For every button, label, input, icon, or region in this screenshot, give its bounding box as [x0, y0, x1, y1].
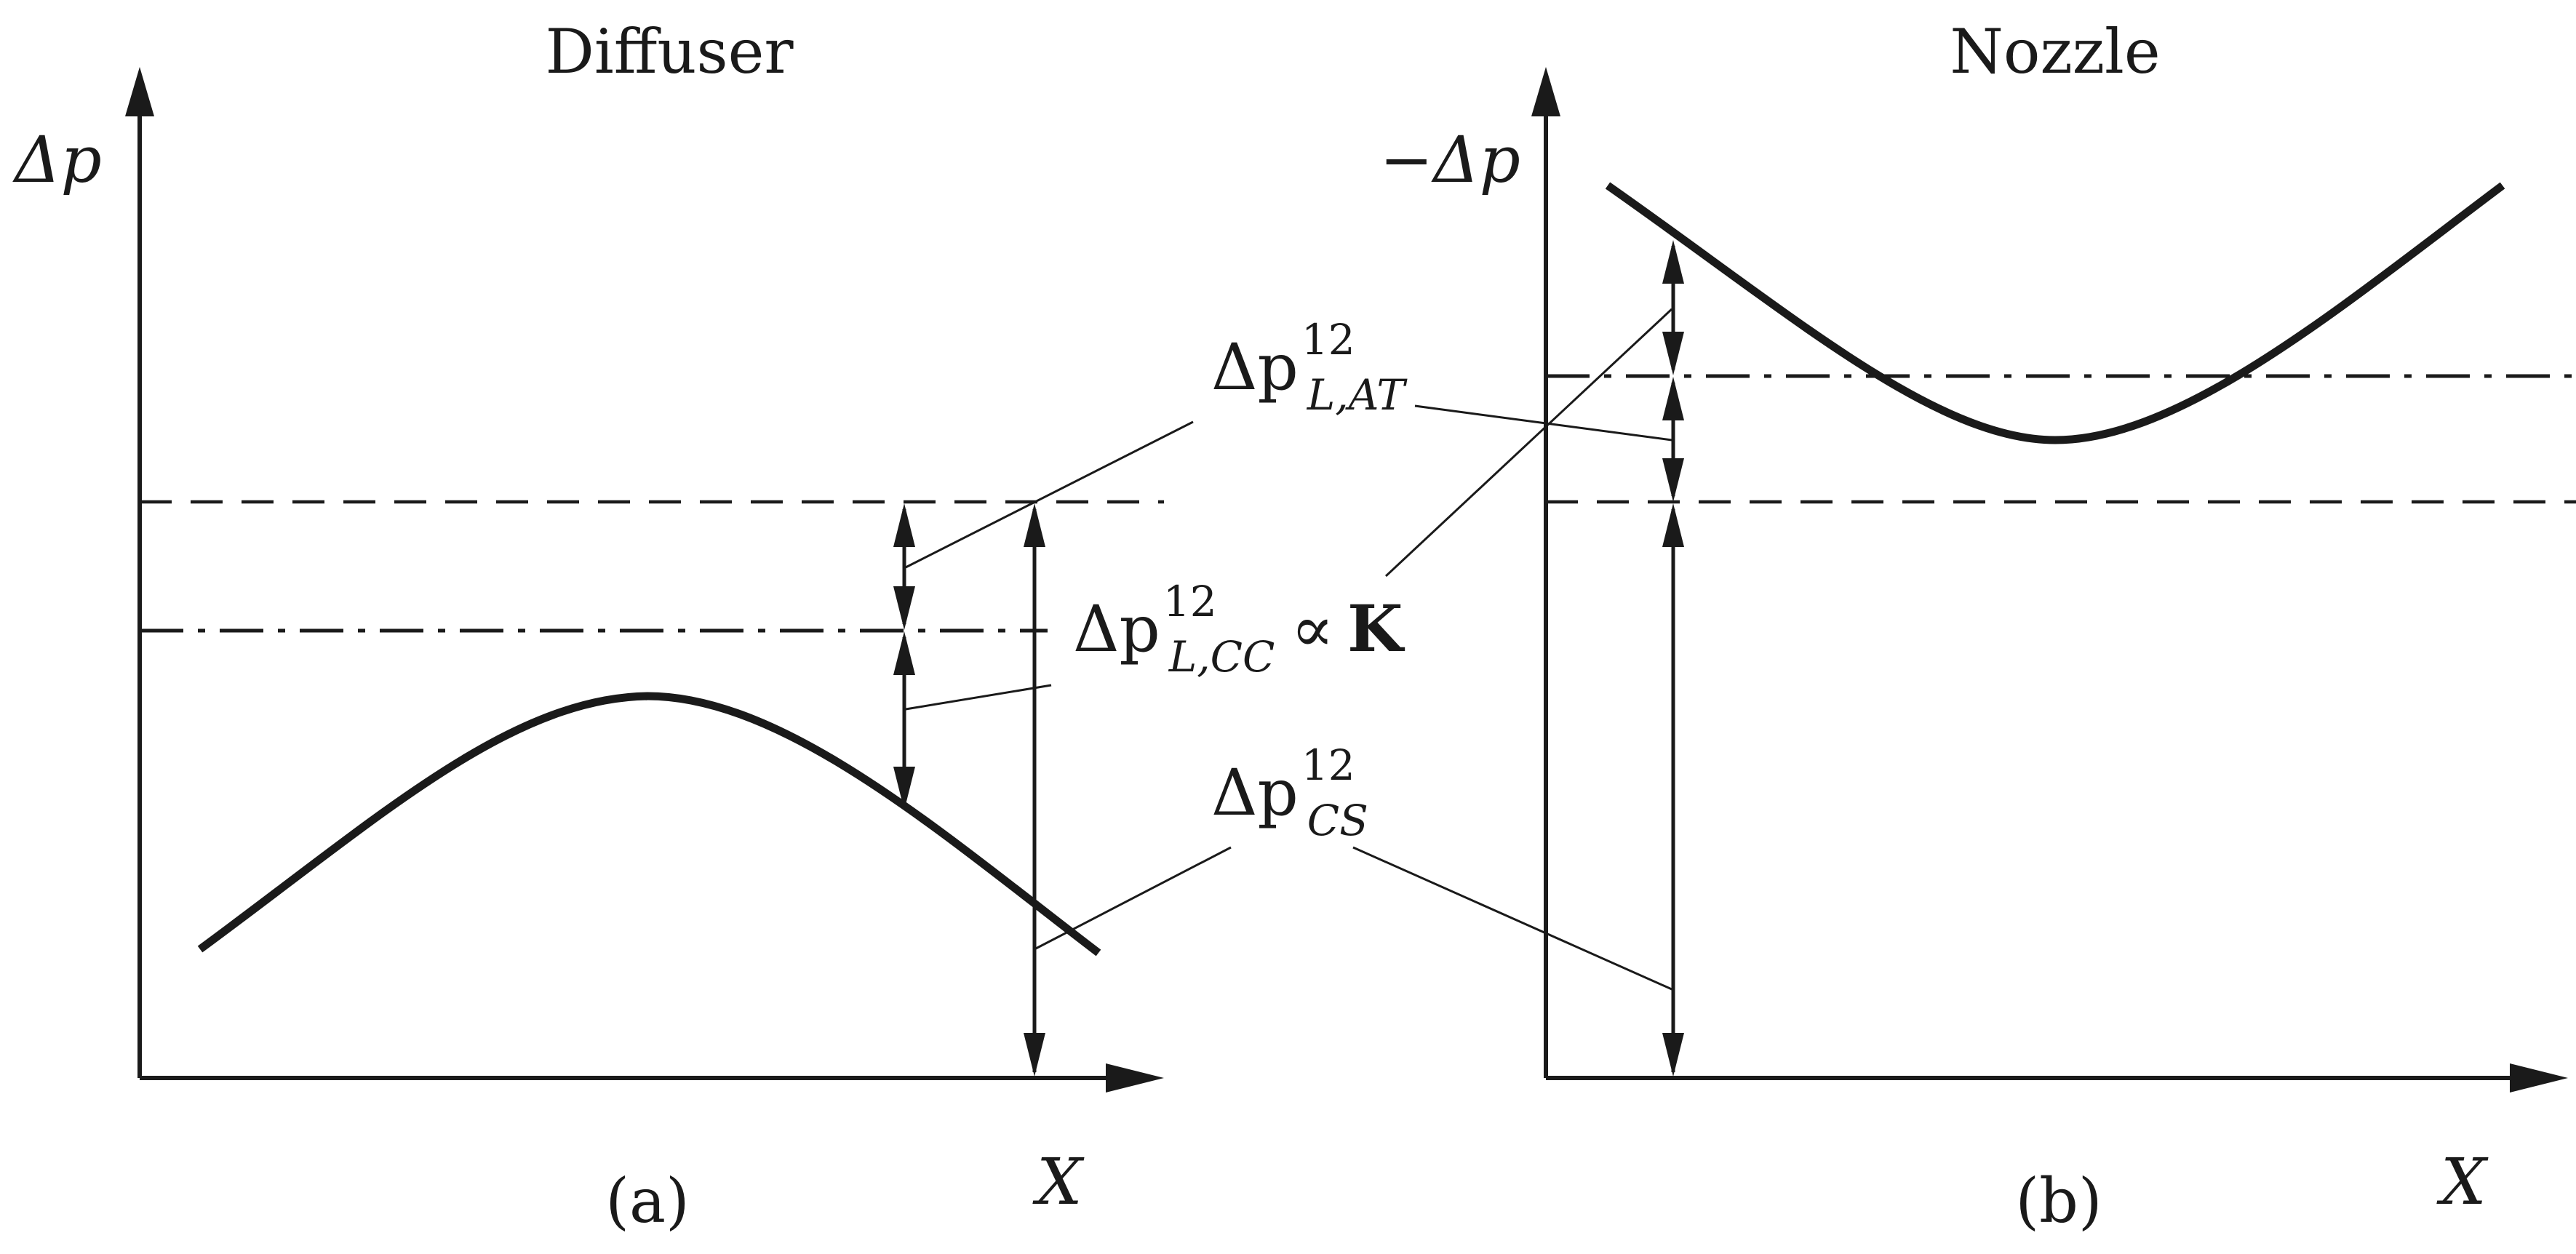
leader-loss-cc-to-a: [905, 684, 1052, 711]
panel-a-dim-lower-arrow-bottom: [893, 767, 915, 810]
panel-b-dim-total-arrow-top: [1662, 503, 1684, 547]
panel-a-dim-total-arrow-bottom: [1024, 1033, 1045, 1077]
panel-b-dim-upper-arrow-bottom: [1662, 332, 1684, 375]
panel-a-dim-upper-arrow-top: [893, 503, 915, 547]
leader-cs-to-a: [1034, 846, 1232, 951]
panel-a-dim-upper-arrow-bottom: [893, 586, 915, 630]
panel-b-dim-middle-arrow-top: [1662, 377, 1684, 420]
panel-nozzle: Nozzle −Δp X (b): [1379, 16, 2576, 1237]
panel-a-y-axis-arrow: [125, 67, 154, 116]
panel-b-title: Nozzle: [1950, 16, 2160, 87]
panel-diffuser: Diffuser Δp X (a): [12, 16, 1164, 1237]
panel-b-dim-upper-arrow-top: [1662, 240, 1684, 284]
leader-loss-at-to-a: [905, 420, 1194, 569]
panel-a-title: Diffuser: [546, 16, 794, 87]
panel-a-x-axis-arrow: [1106, 1063, 1164, 1093]
panel-b-x-label: X: [2436, 1144, 2489, 1219]
leader-loss-at-to-b: [1414, 404, 1672, 442]
panel-a-pressure-curve: [197, 692, 1101, 957]
leader-cs-to-b: [1352, 846, 1672, 991]
panel-a-dim-total-arrow-top: [1024, 503, 1045, 547]
leader-loss-cc-to-b: [1384, 308, 1673, 578]
panel-b-x-axis-arrow: [2510, 1063, 2568, 1093]
panel-a-y-label: Δp: [12, 122, 102, 197]
panel-a-caption: (a): [605, 1165, 690, 1237]
panel-b-pressure-curve: [1605, 182, 2505, 444]
panel-b-dim-total-arrow-bottom: [1662, 1033, 1684, 1077]
panel-b-y-axis-arrow: [1531, 67, 1560, 116]
panel-a-dim-lower-arrow-top: [893, 631, 915, 675]
panel-a-x-label: X: [1032, 1144, 1085, 1219]
panel-b-dim-middle-arrow-bottom: [1662, 458, 1684, 502]
panel-b-y-label: −Δp: [1379, 122, 1520, 197]
panel-b-caption: (b): [2015, 1165, 2102, 1237]
